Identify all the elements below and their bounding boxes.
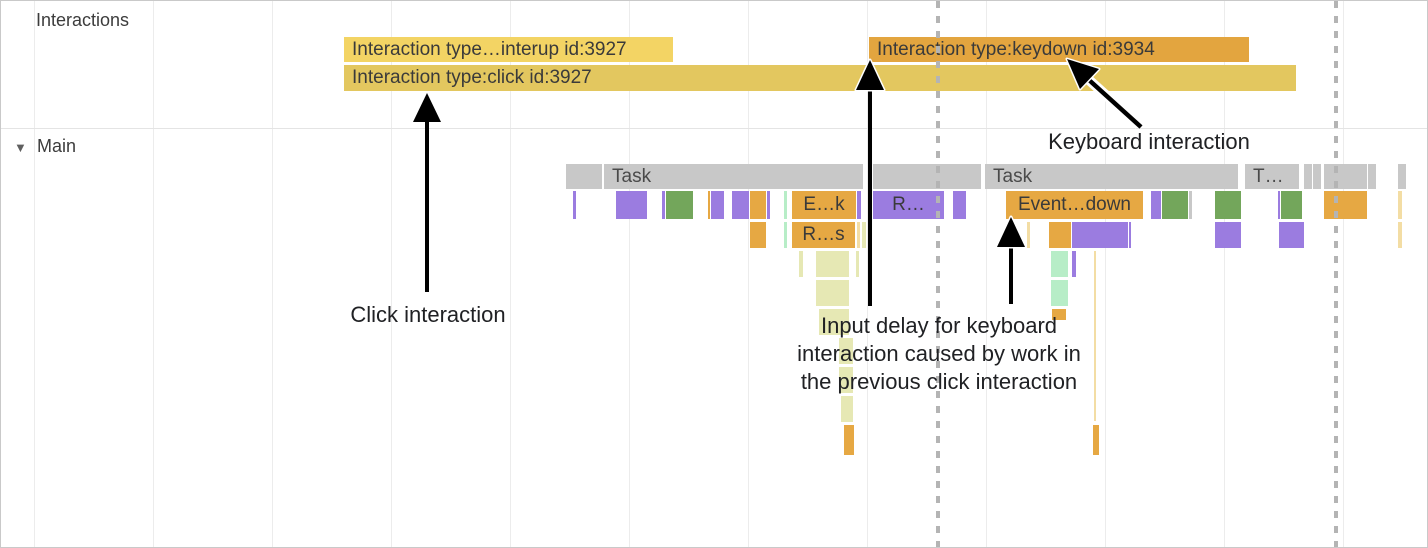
- event-bar[interactable]: [1094, 251, 1096, 421]
- task-bar[interactable]: [1368, 164, 1376, 189]
- event-bar[interactable]: [708, 191, 710, 219]
- event-bar[interactable]: [711, 191, 724, 219]
- gridline: [391, 1, 392, 547]
- event-bar[interactable]: [662, 191, 665, 219]
- interactions-track-label: Interactions: [36, 10, 130, 30]
- event-bar[interactable]: [857, 222, 860, 248]
- event-bar[interactable]: R…s: [792, 222, 855, 248]
- event-bar[interactable]: [1072, 251, 1076, 277]
- gridline: [748, 1, 749, 547]
- event-bar[interactable]: [816, 280, 849, 306]
- task-bar[interactable]: [1313, 164, 1321, 189]
- event-bar[interactable]: [1215, 191, 1241, 219]
- task-bar[interactable]: [1304, 164, 1312, 189]
- event-bar[interactable]: [839, 367, 853, 393]
- task-bar[interactable]: Task: [604, 164, 863, 189]
- event-bar[interactable]: [1278, 191, 1280, 219]
- gridline: [1343, 1, 1344, 547]
- task-bar[interactable]: [566, 164, 602, 189]
- event-bar[interactable]: [819, 309, 849, 335]
- event-bar[interactable]: [1052, 309, 1066, 320]
- click-arrow: [413, 93, 441, 292]
- event-bar[interactable]: [953, 191, 966, 219]
- gridline: [272, 1, 273, 547]
- event-bar[interactable]: [1281, 191, 1302, 219]
- gridline: [510, 1, 511, 547]
- event-bar[interactable]: [862, 222, 866, 248]
- event-bar[interactable]: [1027, 222, 1030, 248]
- event-bar[interactable]: [856, 251, 859, 277]
- event-bar[interactable]: [1279, 222, 1304, 248]
- event-bar[interactable]: [816, 251, 849, 277]
- event-bar[interactable]: [799, 251, 803, 277]
- gridline: [986, 1, 987, 547]
- click-interaction-annotation: Click interaction: [350, 302, 506, 327]
- task-bar[interactable]: [1398, 164, 1406, 189]
- event-bar[interactable]: [1324, 191, 1367, 219]
- interaction-bar-click[interactable]: Interaction type:click id:3927: [344, 65, 1296, 91]
- event-bar[interactable]: [844, 425, 854, 455]
- event-bar[interactable]: Event…down: [1006, 191, 1143, 219]
- event-bar[interactable]: [784, 191, 787, 219]
- event-bar[interactable]: [1398, 191, 1402, 219]
- event-bar[interactable]: [841, 396, 853, 422]
- keyboard-interaction-annotation: Keyboard interaction: [1048, 129, 1250, 154]
- task-bar[interactable]: T…: [1245, 164, 1299, 189]
- gridline: [153, 1, 154, 547]
- input-delay-annotation: Input delay for keyboard interaction cau…: [797, 313, 1081, 394]
- event-bar[interactable]: R…: [873, 191, 944, 219]
- event-bar[interactable]: [1162, 191, 1188, 219]
- task-bar[interactable]: [1324, 164, 1367, 189]
- event-bar[interactable]: [1049, 222, 1071, 248]
- interaction-bar-keydown[interactable]: Interaction type:keydown id:3934: [869, 37, 1249, 62]
- gridline: [867, 1, 868, 547]
- event-bar[interactable]: [1051, 280, 1068, 306]
- event-bar[interactable]: [1072, 222, 1128, 248]
- event-bar[interactable]: [1215, 222, 1241, 248]
- event-bar[interactable]: [750, 191, 766, 219]
- gridline: [34, 1, 35, 547]
- event-bar[interactable]: [1051, 251, 1068, 277]
- event-bar[interactable]: [767, 191, 770, 219]
- event-bar[interactable]: [1129, 222, 1131, 248]
- event-bar[interactable]: [732, 191, 749, 219]
- event-bar[interactable]: [784, 222, 787, 248]
- event-bar[interactable]: [1093, 425, 1099, 455]
- dotted-marker: [936, 1, 940, 547]
- event-bar[interactable]: [1151, 191, 1161, 219]
- task-bar[interactable]: [873, 164, 981, 189]
- dotted-marker: [1334, 1, 1338, 547]
- event-bar[interactable]: [616, 191, 647, 219]
- event-bar[interactable]: E…k: [792, 191, 856, 219]
- event-bar[interactable]: [750, 222, 766, 248]
- chevron-down-icon[interactable]: ▼: [14, 140, 27, 155]
- main-track-label[interactable]: Main: [37, 136, 77, 156]
- gridline: [1105, 1, 1106, 547]
- gridline: [1224, 1, 1225, 547]
- event-bar[interactable]: [666, 191, 693, 219]
- event-bar[interactable]: [839, 338, 853, 364]
- event-bar[interactable]: [857, 191, 861, 219]
- event-bar[interactable]: [573, 191, 576, 219]
- task-bar[interactable]: Task: [985, 164, 1238, 189]
- track-divider: [1, 128, 1427, 129]
- event-bar[interactable]: [1189, 191, 1192, 219]
- event-bar[interactable]: [1398, 222, 1402, 248]
- gridline: [629, 1, 630, 547]
- input-delay-arrow-bottom: [995, 215, 1027, 304]
- interaction-bar-pointerup[interactable]: Interaction type…interup id:3927: [344, 37, 673, 62]
